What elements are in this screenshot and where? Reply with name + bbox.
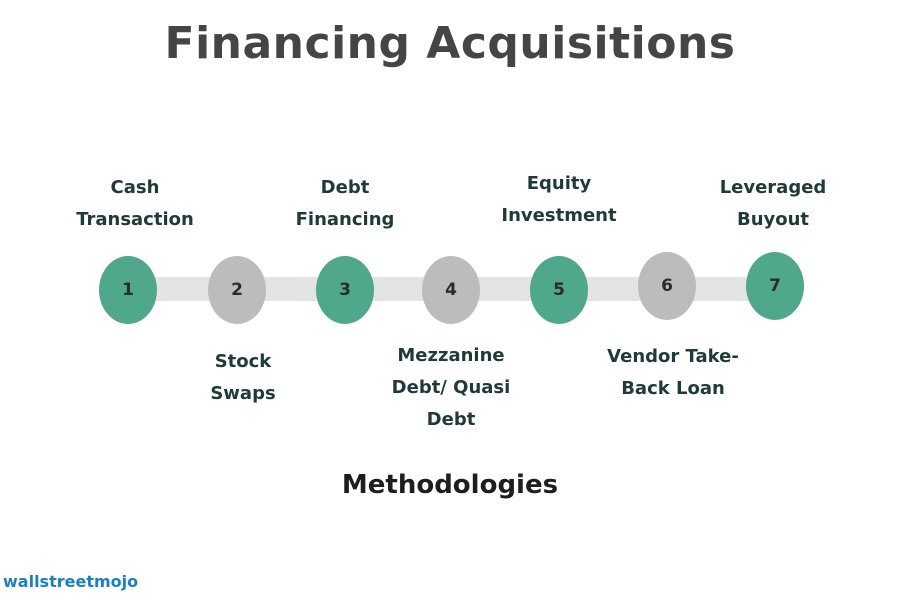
step-number-3: 3 — [339, 280, 351, 300]
step-label-2-line-2: Swaps — [210, 383, 276, 404]
step-label-4: Mezzanine Debt/ Quasi Debt — [376, 340, 526, 436]
step-label-4-line-2: Debt/ Quasi — [391, 377, 511, 398]
brand-logo-text: wallstreetmojo — [3, 572, 139, 591]
step-label-5: Equity Investment — [484, 168, 634, 232]
step-number-6: 6 — [661, 276, 673, 296]
step-label-5-line-1: Equity — [526, 173, 592, 194]
step-label-4-line-3: Debt — [426, 409, 476, 430]
step-label-1-line-2: Transaction — [76, 209, 194, 230]
step-label-2-line-1: Stock — [214, 351, 272, 372]
diagram-title: Financing Acquisitions — [164, 18, 736, 69]
step-label-5-line-2: Investment — [501, 205, 617, 226]
step-label-7: Leveraged Buyout — [698, 172, 848, 236]
step-number-4: 4 — [445, 280, 457, 300]
step-label-3: Debt Financing — [270, 172, 420, 236]
step-number-7: 7 — [769, 276, 781, 296]
step-label-1-line-1: Cash — [110, 177, 160, 198]
step-label-4-line-1: Mezzanine — [397, 345, 505, 366]
step-node-1: 1 — [99, 256, 157, 324]
step-label-3-line-1: Debt — [320, 177, 370, 198]
step-label-6-line-1: Vendor Take- — [607, 346, 739, 367]
step-label-7-line-1: Leveraged — [719, 177, 827, 198]
step-label-7-line-2: Buyout — [736, 209, 810, 230]
step-label-3-line-2: Financing — [295, 209, 395, 230]
step-label-1: Cash Transaction — [60, 172, 210, 236]
step-node-5: 5 — [530, 256, 588, 324]
step-label-2: Stock Swaps — [168, 346, 318, 410]
step-label-6-line-2: Back Loan — [621, 378, 725, 399]
step-node-7: 7 — [746, 252, 804, 320]
step-number-5: 5 — [553, 280, 565, 300]
step-node-2: 2 — [208, 256, 266, 324]
step-node-3: 3 — [316, 256, 374, 324]
step-node-4: 4 — [422, 256, 480, 324]
diagram-subtitle: Methodologies — [341, 470, 559, 500]
step-node-6: 6 — [638, 252, 696, 320]
step-label-6: Vendor Take- Back Loan — [598, 341, 748, 405]
step-number-2: 2 — [231, 280, 243, 300]
step-number-1: 1 — [122, 280, 134, 300]
